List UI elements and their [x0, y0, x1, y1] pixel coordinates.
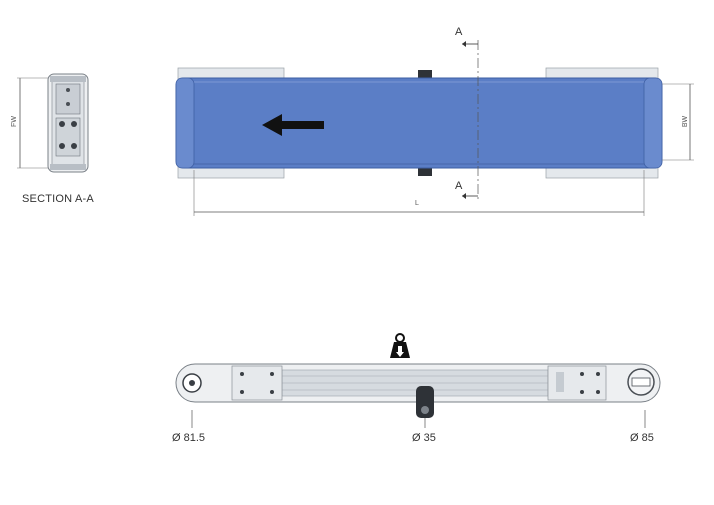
- section-marker-top: A: [455, 26, 463, 38]
- diameter-middle-label: Ø 35: [412, 432, 436, 444]
- top-view: [175, 40, 694, 216]
- fw-dimension-label: FW: [10, 116, 18, 127]
- section-title: SECTION A-A: [22, 193, 94, 205]
- section-view: [17, 73, 89, 173]
- arrow-left-icon: [262, 114, 324, 136]
- diameter-left-label: Ø 81.5: [172, 432, 206, 444]
- section-marker-bottom: A: [455, 180, 463, 192]
- weight-icon: [390, 333, 410, 358]
- diameter-right-label: Ø 85: [630, 432, 654, 444]
- bw-dimension-label: BW: [682, 115, 690, 128]
- length-dimension-label: L: [415, 200, 419, 207]
- side-view: [175, 333, 661, 428]
